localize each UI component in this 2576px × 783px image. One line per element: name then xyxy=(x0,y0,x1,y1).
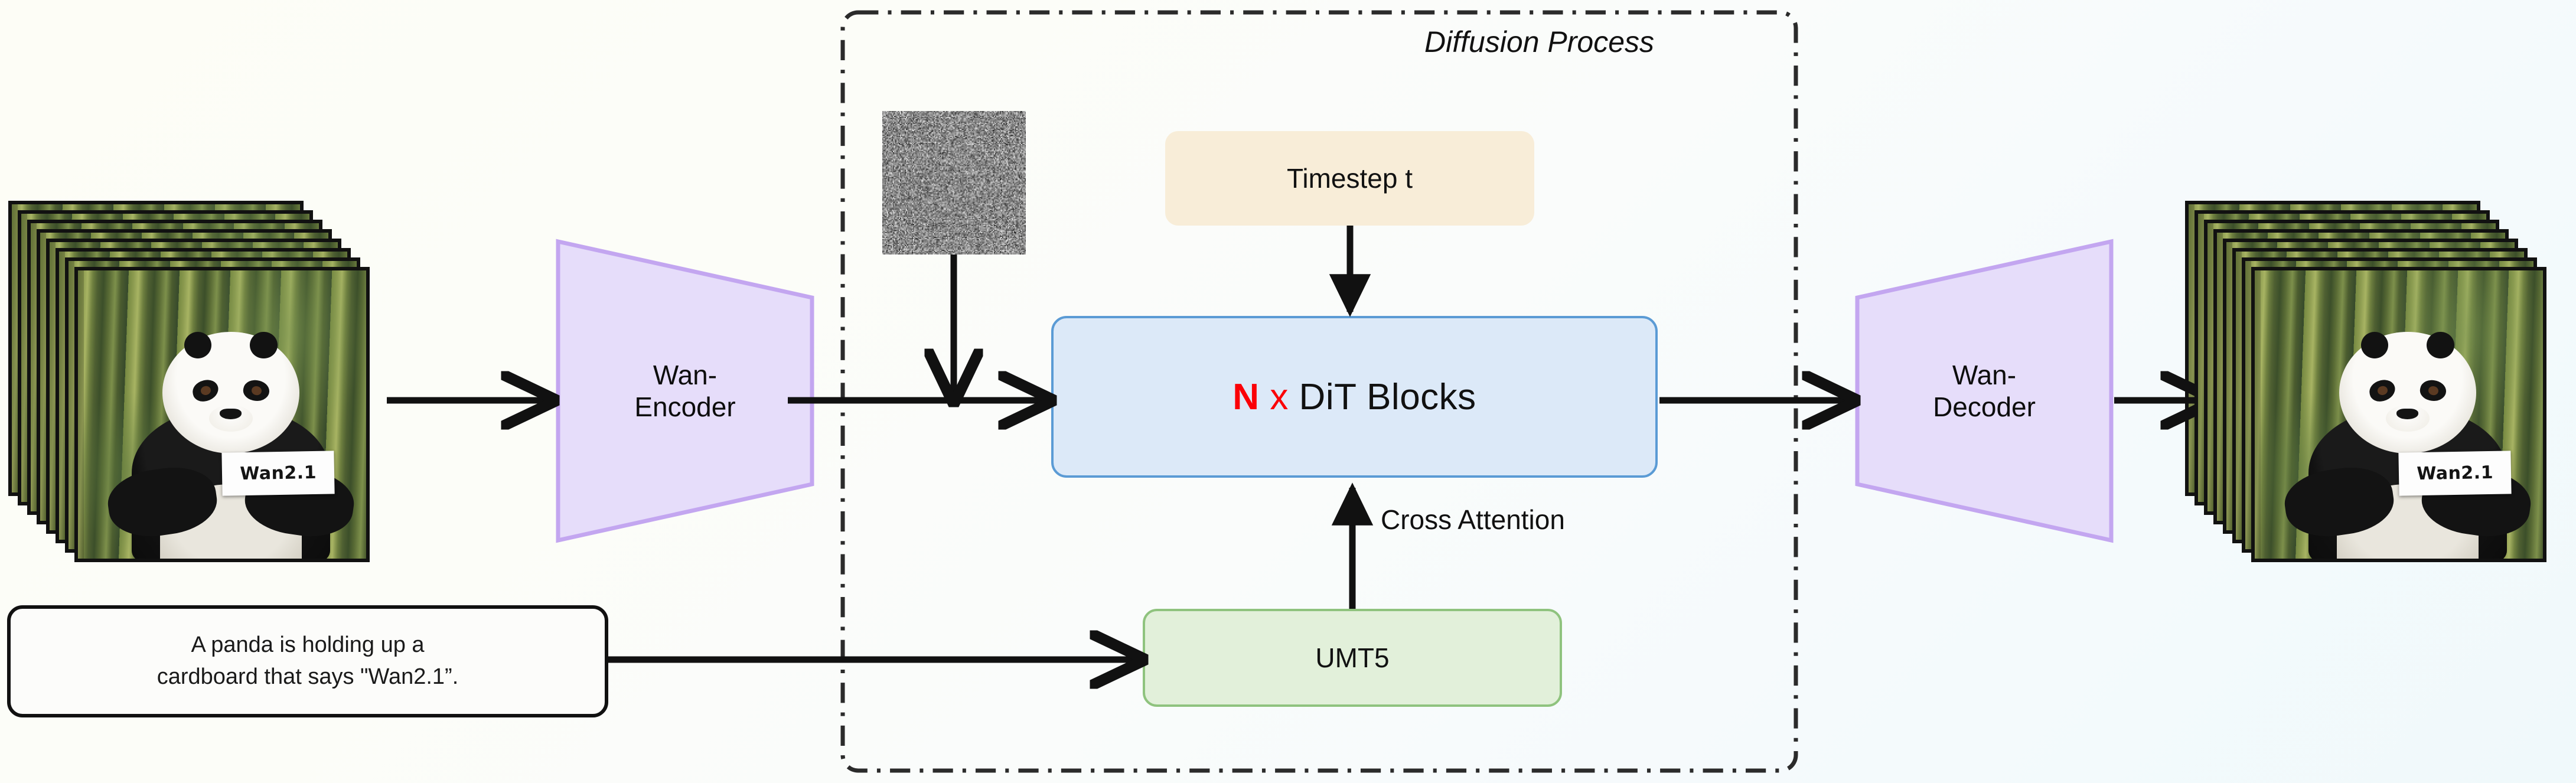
timestep-label: Timestep t xyxy=(1287,162,1413,194)
umt5-label: UMT5 xyxy=(1315,642,1389,674)
dit-times-symbol: x xyxy=(1270,377,1289,417)
dit-blocks-box[interactable]: N x DiT Blocks xyxy=(1051,316,1658,478)
wan-encoder-block[interactable]: Wan-Encoder xyxy=(555,239,815,543)
wan-decoder-block[interactable]: Wan-Decoder xyxy=(1854,239,2114,543)
panda-eye-left xyxy=(2367,377,2397,404)
text-prompt-box[interactable]: A panda is holding up a cardboard that s… xyxy=(7,605,608,717)
video-frame-front: Wan2.1 xyxy=(2251,267,2546,562)
dit-repeat-count: N xyxy=(1232,377,1259,417)
dit-blocks-text: DiT Blocks xyxy=(1299,377,1476,417)
panda-figure xyxy=(2290,317,2526,562)
prompt-text: A panda is holding up a cardboard that s… xyxy=(157,629,459,693)
panda-head xyxy=(162,332,299,454)
prompt-line-2: cardboard that says "Wan2.1”. xyxy=(157,664,459,689)
panda-ear-left xyxy=(2361,332,2388,358)
panda-ear-right xyxy=(2427,332,2454,358)
panda-eye-right xyxy=(241,377,271,404)
panda-head xyxy=(2339,332,2476,454)
output-video-frames: Wan2.1 xyxy=(2185,201,2563,590)
panda-ear-left xyxy=(184,332,211,358)
video-frame-front: Wan2.1 xyxy=(74,267,370,562)
diffusion-process-label: Diffusion Process xyxy=(1424,25,1654,59)
cross-attention-label: Cross Attention xyxy=(1381,504,1565,536)
gaussian-noise-patch xyxy=(882,111,1026,255)
cardboard-sign: Wan2.1 xyxy=(221,451,335,496)
panda-eye-right xyxy=(2418,377,2448,404)
panda-ear-right xyxy=(250,332,277,358)
encoder-label: Wan-Encoder xyxy=(634,359,735,423)
prompt-line-1: A panda is holding up a xyxy=(191,632,424,657)
panda-eye-left xyxy=(190,377,220,404)
umt5-text-encoder-box[interactable]: UMT5 xyxy=(1143,609,1562,707)
panda-figure xyxy=(113,317,349,562)
dit-blocks-label: N x DiT Blocks xyxy=(1232,376,1476,418)
timestep-box[interactable]: Timestep t xyxy=(1165,131,1534,226)
decoder-label: Wan-Decoder xyxy=(1933,359,2036,423)
input-video-frames: Wan2.1 xyxy=(8,201,386,590)
cardboard-sign: Wan2.1 xyxy=(2398,451,2512,496)
